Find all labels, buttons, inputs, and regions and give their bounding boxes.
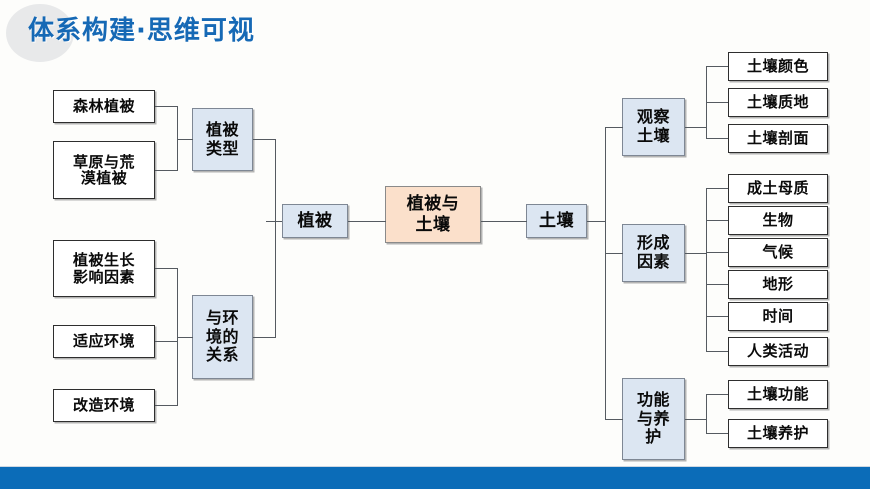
connector [706,394,707,434]
leaf-soil-conservation[interactable]: 土壤养护 [728,419,828,448]
connector [253,337,275,338]
connector [587,221,605,222]
connector [706,66,728,67]
page-title: 体系构建·思维可视 [28,16,255,46]
connector [177,106,178,171]
leaf-soil-texture[interactable]: 土壤质地 [728,88,828,117]
hub-soil[interactable]: 土壤 [526,204,587,238]
connector [155,405,177,406]
leaf-landform[interactable]: 地形 [728,270,828,299]
connector [685,253,706,254]
connector [481,221,527,222]
branch-function-and-conservation[interactable]: 功能 与养 护 [622,378,685,460]
connector [685,127,706,128]
leaf-forest-vegetation[interactable]: 森林植被 [53,90,155,123]
branch-vegetation-types[interactable]: 植被 类型 [192,108,253,171]
connector [706,284,728,285]
connector [155,106,177,107]
connector [155,170,177,171]
connector [605,127,606,419]
connector [706,394,728,395]
branch-relation-with-environment[interactable]: 与环 境的 关系 [192,295,253,379]
center-vegetation-and-soil[interactable]: 植被与 土壤 [385,186,481,243]
connector [706,138,728,139]
leaf-growth-influencing-factors[interactable]: 植被生长 影响因素 [53,240,155,297]
connector [706,102,728,103]
title-decoration-circle [6,4,74,62]
connector [685,419,706,420]
hub-vegetation[interactable]: 植被 [282,204,348,238]
connector [706,220,728,221]
connector [605,127,623,128]
leaf-parent-material[interactable]: 成土母质 [728,174,828,203]
branch-observe-soil[interactable]: 观察 土壤 [622,98,685,156]
connector [706,316,728,317]
leaf-soil-function[interactable]: 土壤功能 [728,380,828,409]
leaf-soil-color[interactable]: 土壤颜色 [728,52,828,81]
leaf-human-activity[interactable]: 人类活动 [728,337,828,366]
leaf-soil-profile[interactable]: 土壤剖面 [728,124,828,153]
connector [253,139,275,140]
connector [706,188,707,352]
connector [177,139,193,140]
connector [275,139,276,338]
connector [706,252,728,253]
leaf-modify-environment[interactable]: 改造环境 [53,389,155,422]
connector [266,221,282,222]
connector [348,221,386,222]
leaf-time[interactable]: 时间 [728,302,828,331]
leaf-adapt-environment[interactable]: 适应环境 [53,325,155,358]
connector [155,341,177,342]
bottom-accent-bar [0,466,870,489]
connector [706,433,728,434]
leaf-climate[interactable]: 气候 [728,238,828,267]
leaf-biology[interactable]: 生物 [728,206,828,235]
connector [706,351,728,352]
connector [155,268,177,269]
leaf-grassland-desert-vegetation[interactable]: 草原与荒 漠植被 [53,141,155,199]
connector [706,188,728,189]
connector [605,419,623,420]
connector [177,337,193,338]
connector [605,253,623,254]
branch-formation-factors[interactable]: 形成 因素 [622,224,685,282]
